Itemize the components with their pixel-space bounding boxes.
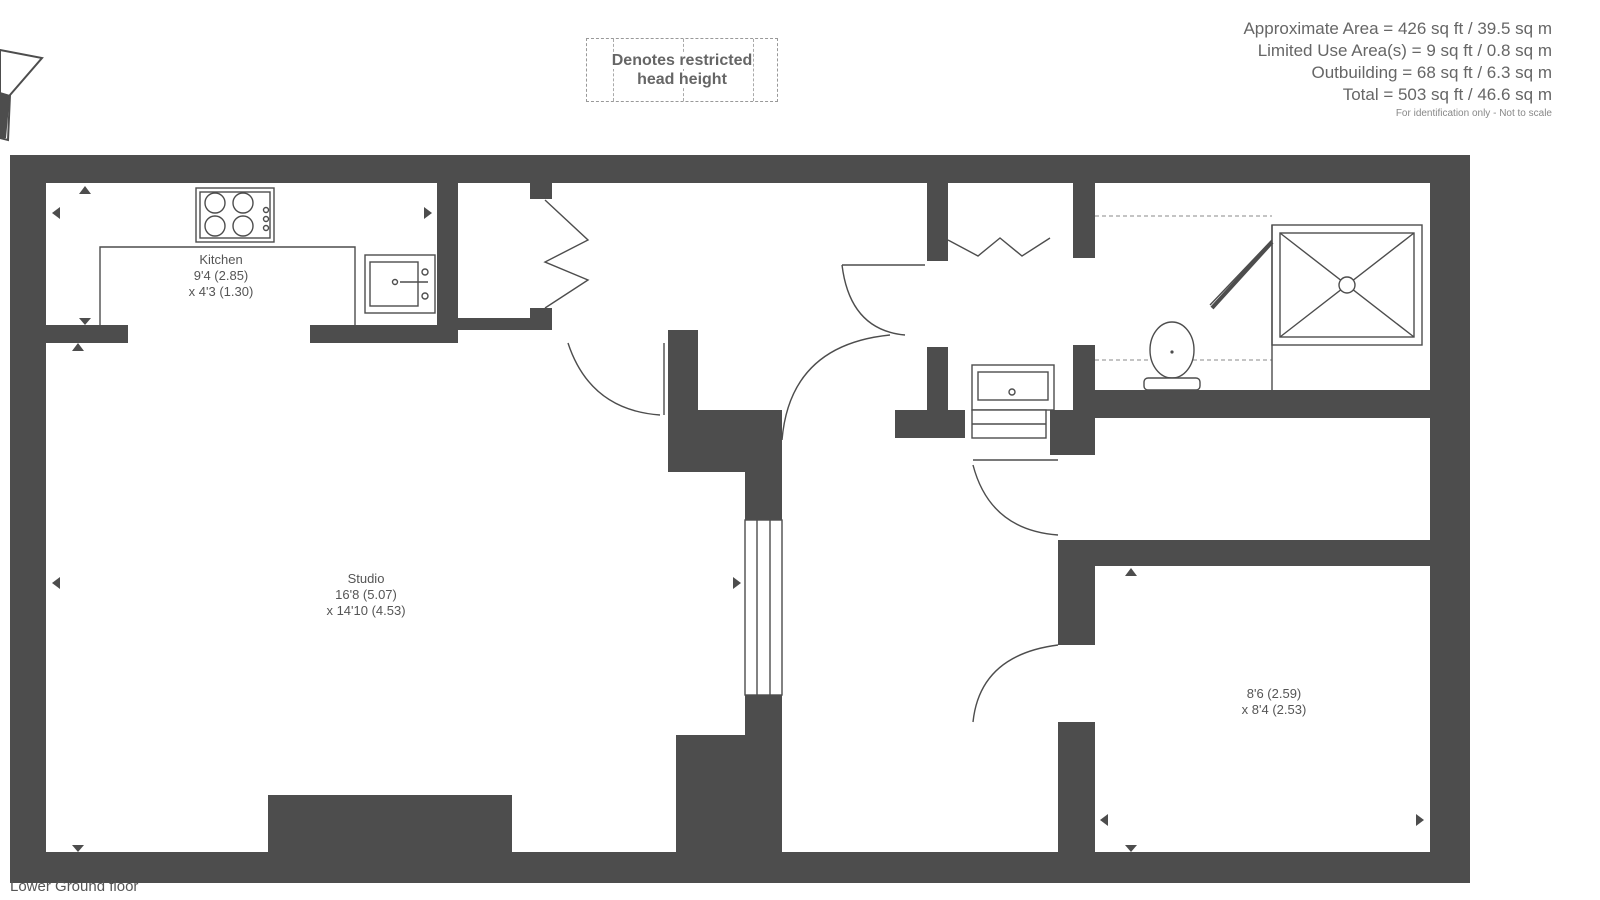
bedroom-dim2: x 8'4 (2.53): [1242, 702, 1307, 717]
bedroom-label: 8'6 (2.59) x 8'4 (2.53): [1242, 686, 1307, 717]
approximate-area: Approximate Area = 426 sq ft / 39.5 sq m: [1243, 19, 1552, 38]
compass-icon: [0, 48, 44, 142]
legend-line-1: Denotes restricted: [611, 52, 753, 69]
interior-walls: [46, 183, 1430, 855]
limited-use-area: Limited Use Area(s) = 9 sq ft / 0.8 sq m: [1257, 41, 1552, 60]
studio-label: Studio 16'8 (5.07) x 14'10 (4.53): [326, 571, 405, 618]
dimension-arrows: [52, 186, 1424, 852]
area-summary: Approximate Area = 426 sq ft / 39.5 sq m…: [1243, 18, 1552, 122]
doors: [543, 199, 1059, 723]
restricted-height-lines: [1095, 215, 1272, 361]
basin-icon: [971, 364, 1055, 439]
restricted-height-legend: Denotes restricted head height: [586, 38, 778, 102]
legend-line-2: head height: [637, 71, 727, 88]
shower-icon: [1209, 224, 1423, 390]
studio-name: Studio: [348, 571, 385, 586]
scale-note: For identification only - Not to scale: [1395, 108, 1552, 119]
studio-dim1: 16'8 (5.07): [335, 587, 397, 602]
kitchen-label: Kitchen 9'4 (2.85) x 4'3 (1.30): [189, 252, 254, 299]
kitchen-name: Kitchen: [199, 252, 242, 267]
outbuilding-area: Outbuilding = 68 sq ft / 6.3 sq m: [1311, 63, 1553, 82]
kitchen-dim2: x 4'3 (1.30): [189, 284, 254, 299]
bedroom-dim1: 8'6 (2.59): [1247, 686, 1302, 701]
kitchen-worktop: [99, 246, 356, 325]
toilet-icon: [1143, 321, 1201, 391]
kitchen-dim1: 9'4 (2.85): [194, 268, 249, 283]
outer-walls: [10, 155, 1470, 883]
total-area: Total = 503 sq ft / 46.6 sq m: [1342, 85, 1552, 104]
studio-dim2: x 14'10 (4.53): [326, 603, 405, 618]
floor-label: Lower Ground floor: [10, 878, 139, 895]
hob-icon: [195, 187, 275, 243]
sink-icon: [364, 254, 436, 314]
